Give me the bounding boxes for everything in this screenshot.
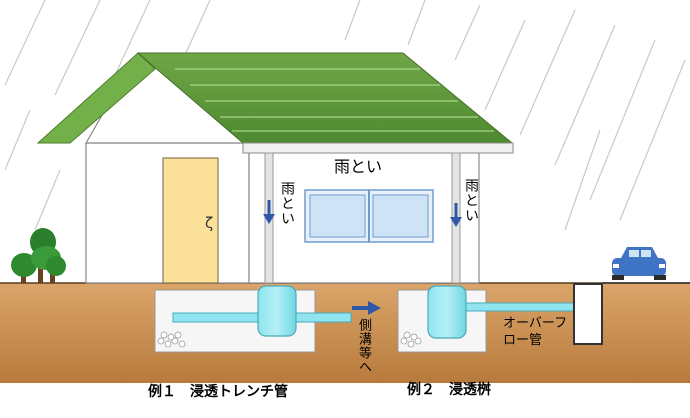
downspout-arrow-right: [450, 203, 462, 227]
gutter-label-right: 雨とい: [463, 178, 479, 223]
infiltration-chamber-2: [427, 285, 467, 339]
infiltration-chamber-1: [257, 285, 297, 337]
car: [612, 247, 666, 280]
outflow-arrow: [352, 301, 381, 315]
tree-cluster: [11, 228, 66, 283]
overflow-pipe: [465, 302, 575, 312]
downspout-arrow-left: [263, 200, 275, 224]
side-ditch-label: 側溝等へ: [356, 318, 371, 374]
eave-gutter: [242, 142, 514, 154]
overflow-pipe-label: オーバーフロー管: [503, 316, 568, 348]
caption-example-2: 例２ 浸透桝: [407, 382, 491, 398]
door: [162, 157, 219, 284]
window: [304, 189, 434, 243]
roof-shingle-lines: [175, 68, 494, 132]
gravel-2: [400, 331, 422, 348]
caption-example-1: 例１ 浸透トレンチ管: [148, 384, 288, 400]
rain-lines: [4, 0, 686, 231]
side-ditch: [573, 283, 603, 345]
roof-gable-front: [36, 52, 156, 144]
gutter-label-top: 雨とい: [334, 157, 383, 176]
door-handle: ζ: [205, 214, 213, 232]
gravel-1: [157, 331, 186, 348]
gutter-label-left: 雨とい: [279, 181, 295, 226]
